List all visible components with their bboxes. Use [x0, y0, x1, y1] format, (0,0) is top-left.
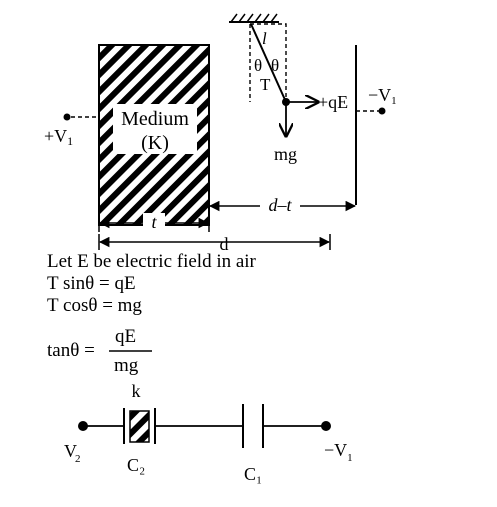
c2-label: C₂ — [127, 455, 145, 475]
tan-numerator: qE — [115, 326, 137, 347]
text-line-1: Let E be electric field in air — [47, 251, 256, 272]
theta-right-label: θ — [271, 56, 279, 75]
pendulum-string — [250, 23, 287, 103]
tension-label: T — [260, 75, 271, 94]
t-label-gap — [143, 213, 165, 231]
d-minus-t-label: d–t — [268, 195, 292, 215]
d-label: d — [220, 234, 229, 254]
tan-lhs: tanθ = — [47, 340, 95, 361]
k-label: (K) — [141, 132, 169, 154]
t-label: t — [151, 212, 157, 232]
circuit-v2-label: V2 — [64, 441, 81, 465]
d-minus-t-label-gap — [260, 195, 300, 215]
pendulum-dashed-guide — [249, 23, 287, 102]
text-line-3: T cosθ = mg — [47, 295, 142, 316]
left-potential-label: +V1 — [44, 126, 73, 148]
c1-label: C₁ — [244, 464, 262, 484]
neg-v1-terminal — [321, 421, 331, 431]
circuit-neg-v1-label: −V1 — [324, 440, 353, 464]
weight-label: mg — [274, 144, 297, 164]
electric-force-label: +qE — [318, 92, 348, 112]
circuit-k-label: k — [132, 381, 141, 401]
right-potential-label: −V1 — [368, 85, 397, 107]
text-line-2: T sinθ = qE — [47, 273, 136, 294]
pendulum-bob — [282, 98, 290, 106]
medium-label: Medium — [121, 108, 189, 130]
ceiling-hatch — [230, 13, 278, 23]
right-terminal-dot — [378, 107, 386, 115]
left-terminal-dot — [63, 113, 71, 121]
c2-dielectric — [129, 410, 150, 443]
theta-left-label: θ — [254, 56, 262, 75]
tan-denominator: mg — [114, 355, 139, 376]
medium-label-box — [113, 104, 197, 154]
length-label: l — [262, 29, 267, 48]
